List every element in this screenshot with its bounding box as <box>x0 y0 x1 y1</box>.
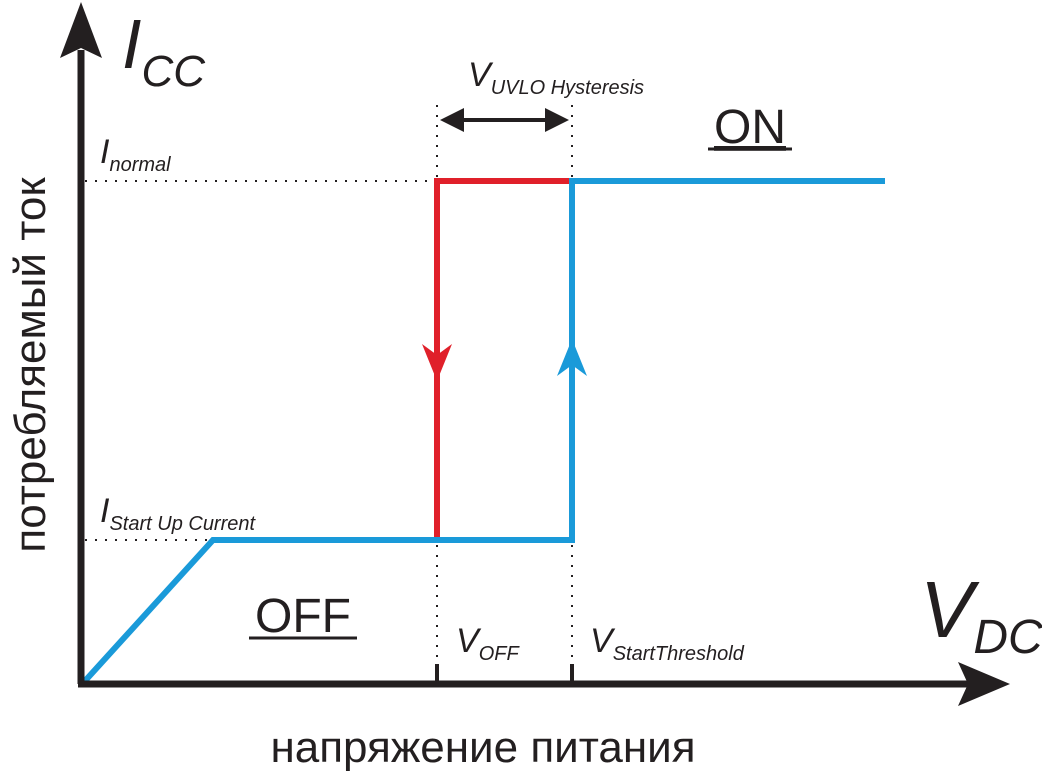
y-axis-caption: потребляемый ток <box>6 177 55 553</box>
x-axis-label: VDC <box>920 565 1042 664</box>
state-off-label: OFF <box>255 590 351 643</box>
y-axis-label: ICC <box>122 5 206 96</box>
hysteresis-label: VUVLO Hysteresis <box>468 56 644 99</box>
x-axis-arrow <box>958 662 1010 706</box>
state-on-label: ON <box>714 101 786 154</box>
level-startup-label: IStart Up Current <box>100 492 257 535</box>
falling-path <box>434 178 572 540</box>
level-normal-label: Inormal <box>100 133 171 176</box>
rising-arrow <box>557 339 587 376</box>
falling-arrow <box>422 344 452 381</box>
voff-label: VOFF <box>456 622 520 665</box>
rising-path <box>81 178 885 685</box>
vstart-label: VStartThreshold <box>590 622 745 665</box>
y-axis-arrow <box>60 2 102 58</box>
x-axis-caption: напряжение питания <box>270 723 695 772</box>
